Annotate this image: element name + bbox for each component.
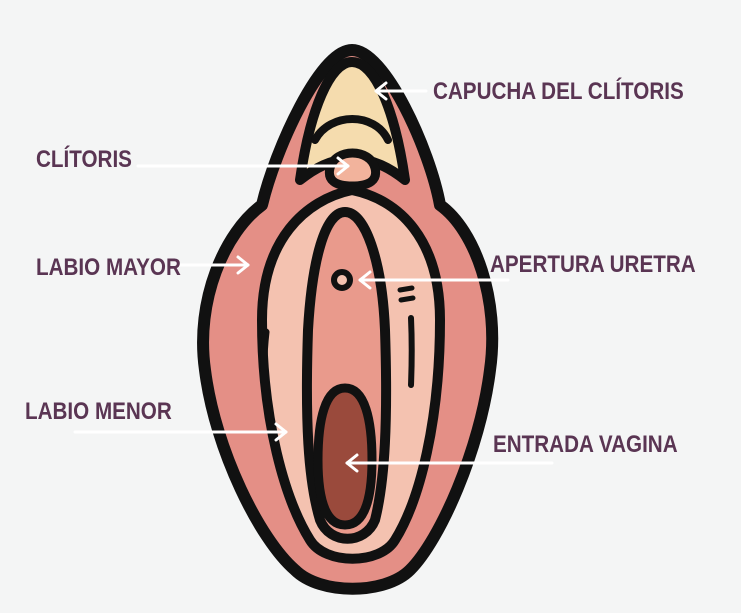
hood-fold-line [311, 115, 392, 144]
arrow-urethral-opening [358, 270, 510, 290]
skin-crease-left [260, 328, 271, 406]
clitoris-shape [324, 148, 381, 191]
skin-crease-right-2 [398, 295, 416, 303]
skin-crease-right-1 [397, 285, 415, 293]
arrow-vaginal-entrance [345, 453, 554, 473]
arrow-clitoral-hood [374, 81, 428, 101]
label-vaginal-entrance: ENTRADA VAGINA [493, 431, 678, 458]
arrow-labia-minora [73, 422, 288, 442]
label-labia-majora: LABIO MAYOR [36, 254, 181, 281]
skin-crease-right-3 [408, 315, 415, 388]
label-urethral-opening: APERTURA URETRA [490, 251, 696, 278]
arrow-labia-majora [176, 255, 250, 275]
urethral-opening-shape [331, 269, 353, 291]
arrow-clitoris [136, 156, 350, 176]
label-clitoral-hood: CAPUCHA DEL CLÍTORIS [433, 78, 684, 105]
label-clitoris: CLÍTORIS [36, 146, 132, 173]
label-labia-minora: LABIO MENOR [25, 398, 172, 425]
vaginal-opening-shape [313, 383, 377, 530]
